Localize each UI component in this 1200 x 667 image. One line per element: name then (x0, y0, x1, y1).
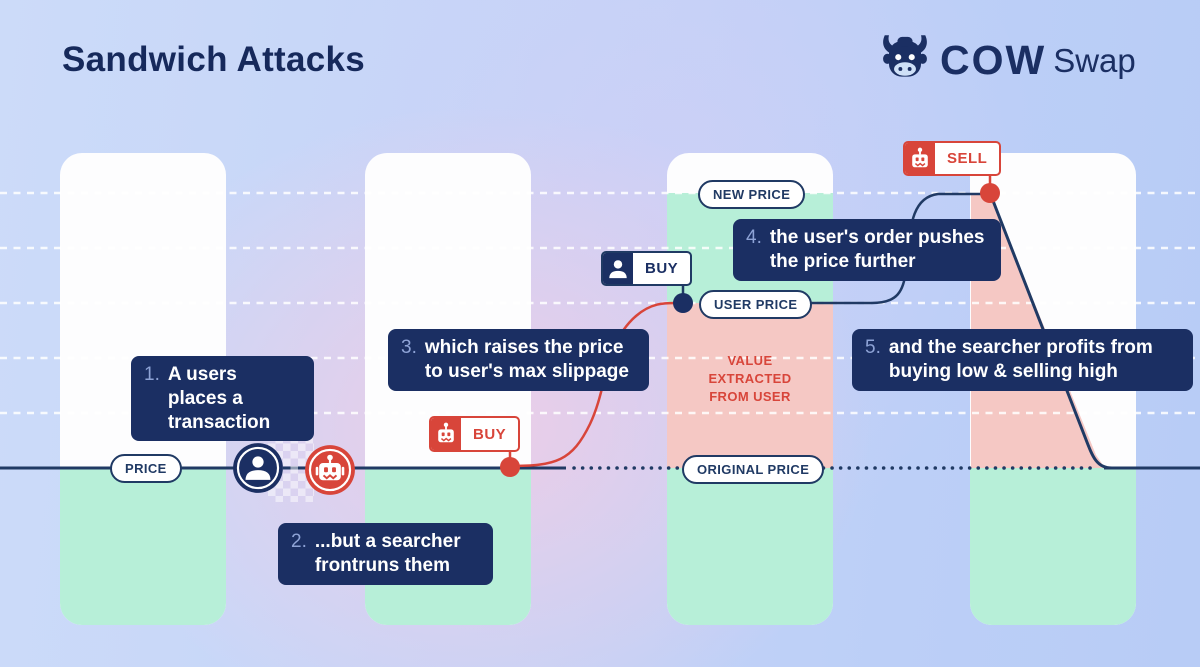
searcher-sell-point (980, 183, 1000, 203)
step-number: 1. (144, 364, 160, 385)
step-text: ...but a searcher frontruns them (314, 531, 461, 576)
searcher-buy-point (500, 457, 520, 477)
user-icon (603, 253, 633, 284)
step-number: 2. (291, 531, 307, 552)
value-extracted-area (667, 303, 833, 468)
price-label: PRICE (110, 454, 182, 483)
step-1-callout: 1. A users places a transaction (131, 356, 314, 442)
step-4-callout: 4. the user's order pushes the price fur… (733, 219, 1001, 281)
step-number: 3. (401, 337, 417, 358)
page-title: Sandwich Attacks (62, 40, 366, 79)
user-icon (232, 442, 284, 494)
new-price-label: NEW PRICE (698, 180, 806, 209)
user-buy-point (673, 293, 693, 313)
searcher-robot-icon (304, 444, 356, 496)
user-price-label: USER PRICE (699, 290, 813, 319)
below-price-area-1 (60, 468, 226, 625)
original-price-label: ORIGINAL PRICE (682, 455, 825, 484)
step-text: and the searcher profits from buying low… (888, 337, 1153, 382)
sell-tag-label: SELL (947, 150, 988, 167)
logo-brand-text: COW (940, 37, 1047, 83)
buy-tag-label: BUY (645, 260, 679, 277)
step-5-callout: 5. and the searcher profits from buying … (852, 329, 1193, 391)
step-text: the user's order pushes the price furthe… (769, 227, 985, 272)
step-text: A users places a transaction (167, 364, 271, 433)
cow-swap-logo: COW Swap (878, 34, 1136, 87)
searcher-buy-tag: BUY (429, 416, 521, 452)
step-number: 4. (746, 227, 762, 248)
below-price-area-4 (970, 468, 1136, 625)
value-extracted-text: VALUE EXTRACTED FROM USER (708, 353, 792, 405)
step-number: 5. (865, 337, 881, 358)
step-text: which raises the price to user's max sli… (424, 337, 629, 382)
searcher-robot-icon (431, 418, 461, 450)
value-extracted-note: VALUE EXTRACTED FROM USER (667, 352, 833, 407)
step-3-callout: 3. which raises the price to user's max … (388, 329, 649, 391)
buy-tag-label: BUY (473, 425, 507, 443)
user-buy-tag: BUY (601, 251, 693, 286)
searcher-sell-tag: SELL (903, 141, 1002, 176)
step-2-callout: 2. ...but a searcher frontruns them (278, 523, 493, 585)
searcher-robot-icon (905, 143, 935, 174)
cow-head-icon (878, 34, 932, 87)
logo-suffix-text: Swap (1053, 41, 1136, 79)
